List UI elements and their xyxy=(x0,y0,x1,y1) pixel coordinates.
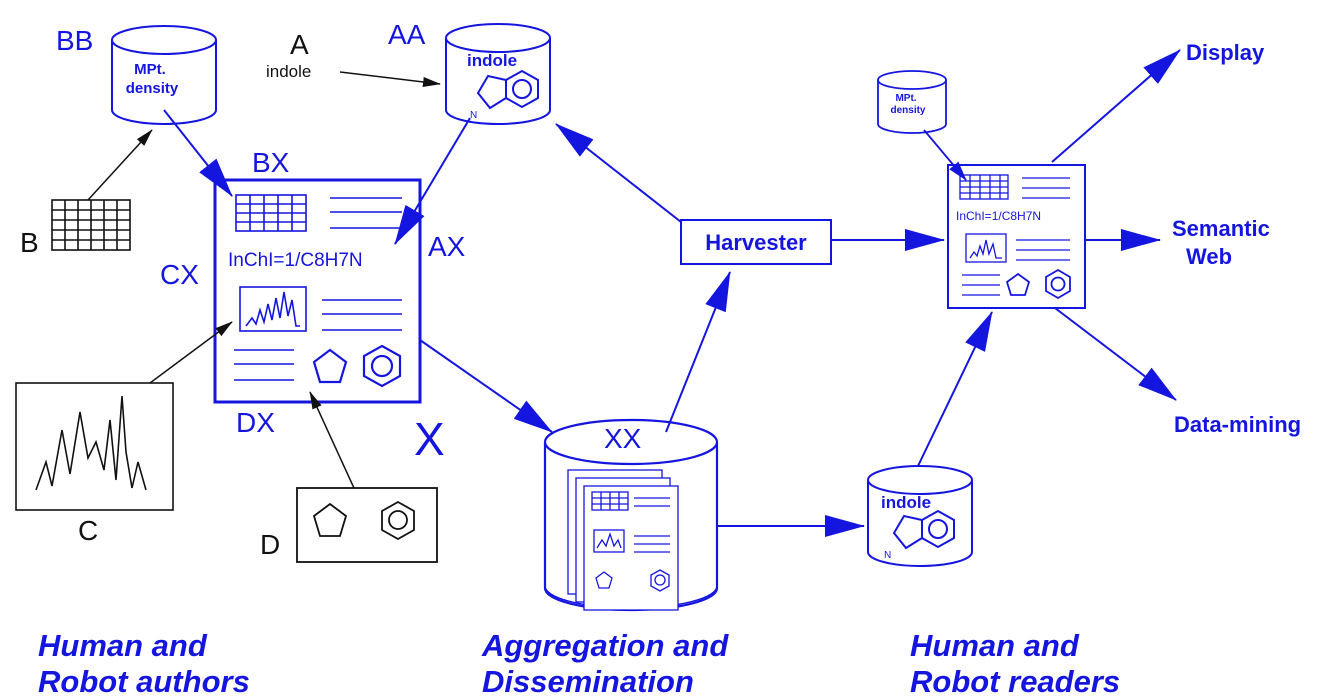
reader-benzene-icon xyxy=(1045,268,1071,300)
label-a: A xyxy=(290,29,309,60)
output-datamining: Data-mining xyxy=(1174,412,1301,437)
section-aggregation: Aggregation and xyxy=(481,628,729,663)
label-xx: XX xyxy=(604,423,642,454)
inchi-string: InChI=1/C8H7N xyxy=(228,250,363,271)
output-display: Display xyxy=(1186,40,1265,65)
molecules-d xyxy=(296,487,438,563)
indole-molecule-icon: N xyxy=(884,509,955,561)
spectrum-c xyxy=(15,382,174,511)
svg-text:N: N xyxy=(884,550,891,561)
label-cx: CX xyxy=(160,259,199,290)
reader-text-lines xyxy=(962,177,1070,296)
text-lines xyxy=(234,197,402,381)
label-aa: AA xyxy=(388,19,426,50)
stacked-documents-icon xyxy=(567,469,679,611)
benzene-icon xyxy=(362,344,402,388)
label-bb: BB xyxy=(56,25,93,56)
indole-note: indole xyxy=(266,62,311,81)
label-c: C xyxy=(78,515,98,546)
output-web: Web xyxy=(1186,244,1232,269)
db-label: indole xyxy=(467,51,517,70)
label-dx: DX xyxy=(236,407,275,438)
indole-database-bottom: indole N xyxy=(867,465,973,567)
table-b xyxy=(51,199,131,251)
aggregation-repository: XX xyxy=(543,418,719,612)
label-bx: BX xyxy=(252,147,290,178)
db-label: density xyxy=(126,80,179,97)
reader-document: InChI=1/C8H7N xyxy=(947,164,1086,309)
label-d: D xyxy=(260,529,280,560)
arrows xyxy=(87,49,1181,537)
reader-mpt-database: MPt. density xyxy=(877,70,947,134)
section-authors: Robot authors xyxy=(38,664,250,698)
indole-molecule-icon: N xyxy=(470,69,539,121)
output-semantic: Semantic xyxy=(1172,216,1270,241)
spectrum-icon xyxy=(239,286,307,332)
label-x: X xyxy=(414,413,445,465)
main-document: InChI=1/C8H7N xyxy=(213,178,422,404)
db-label: MPt. xyxy=(895,93,916,104)
indole-database-top: indole N xyxy=(445,23,551,125)
section-aggregation: Dissemination xyxy=(482,664,694,698)
harvester-box: Harvester xyxy=(680,219,832,265)
reader-inchi: InChI=1/C8H7N xyxy=(956,209,1041,223)
reader-table-icon xyxy=(959,174,1009,200)
table-icon xyxy=(235,194,307,232)
reader-spectrum-icon xyxy=(965,233,1007,263)
db-label: indole xyxy=(881,493,931,512)
section-readers: Robot readers xyxy=(910,664,1120,698)
cyclopentadiene-icon xyxy=(312,348,348,384)
label-b: B xyxy=(20,227,39,258)
section-authors: Human and xyxy=(38,628,208,663)
label-ax: AX xyxy=(428,231,466,262)
db-label: MPt. xyxy=(134,61,166,78)
svg-text:N: N xyxy=(470,110,477,121)
reader-cyclopentadiene-icon xyxy=(1005,272,1031,296)
section-readers: Human and xyxy=(910,628,1080,663)
harvester-label: Harvester xyxy=(705,230,807,255)
db-label: density xyxy=(890,105,925,116)
mpt-density-database: MPt. density xyxy=(111,25,217,125)
